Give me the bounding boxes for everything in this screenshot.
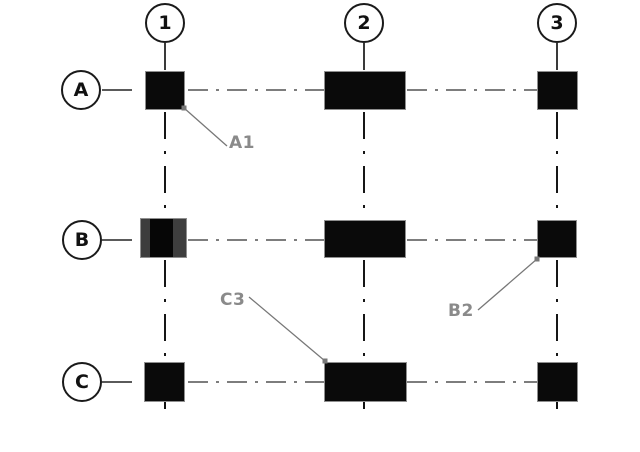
leader-line-C3	[248, 296, 326, 362]
grid-column-bubble-label: 3	[550, 12, 564, 34]
grid-column-bubble-label: 1	[158, 12, 172, 34]
column-A2	[324, 71, 406, 110]
gridline-3-segment	[556, 260, 558, 361]
grid-row-bubble-label: C	[75, 371, 89, 393]
grid-row-bubble-A: A	[61, 70, 101, 110]
gridline-1-segment	[164, 112, 166, 218]
annotation-label-C3: C3	[220, 290, 246, 310]
leader-line-A1	[183, 107, 228, 147]
gridline-2-segment	[363, 402, 365, 409]
gridline-C-segment	[407, 381, 537, 383]
column-C2	[324, 362, 407, 402]
gridline-C-segment	[102, 381, 132, 383]
gridline-A-segment	[188, 89, 324, 91]
leader-marker-C3	[322, 358, 328, 364]
annotation-label-A1: A1	[229, 133, 255, 153]
grid-row-bubble-B: B	[62, 220, 102, 260]
column-C3	[537, 362, 578, 402]
grid-row-bubble-C: C	[62, 362, 102, 402]
gridline-A-segment	[102, 89, 132, 91]
leader-marker-A1	[181, 105, 187, 111]
grid-column-bubble-3: 3	[537, 3, 577, 43]
column-B2	[324, 220, 406, 258]
column-C1	[144, 362, 185, 402]
gridline-A-segment	[407, 89, 537, 91]
grid-row-bubble-label: A	[73, 79, 89, 101]
column-A1	[145, 71, 185, 110]
column-A3	[537, 71, 578, 110]
column-B3	[537, 220, 577, 258]
gridline-3-segment	[556, 43, 558, 70]
gridline-1-segment	[164, 43, 166, 70]
gridline-2-segment	[363, 260, 365, 361]
gridline-B-segment	[407, 239, 537, 241]
gridline-1-segment	[164, 260, 166, 361]
gridline-3-segment	[556, 402, 558, 409]
gridline-B-segment	[188, 239, 324, 241]
gridline-3-segment	[556, 112, 558, 218]
annotation-label-B2: B2	[448, 301, 474, 321]
gridline-2-segment	[363, 112, 365, 218]
grid-column-bubble-label: 2	[357, 12, 371, 34]
leader-line-B2	[477, 258, 538, 311]
gridline-1-segment	[164, 402, 166, 409]
gridline-B-segment	[102, 239, 132, 241]
gridline-2-segment	[363, 43, 365, 70]
grid-row-bubble-label: B	[74, 229, 90, 251]
column-B1	[140, 218, 187, 258]
gridline-C-segment	[188, 381, 324, 383]
grid-column-bubble-1: 1	[145, 3, 185, 43]
leader-marker-B2	[534, 256, 540, 262]
grid-column-bubble-2: 2	[344, 3, 384, 43]
